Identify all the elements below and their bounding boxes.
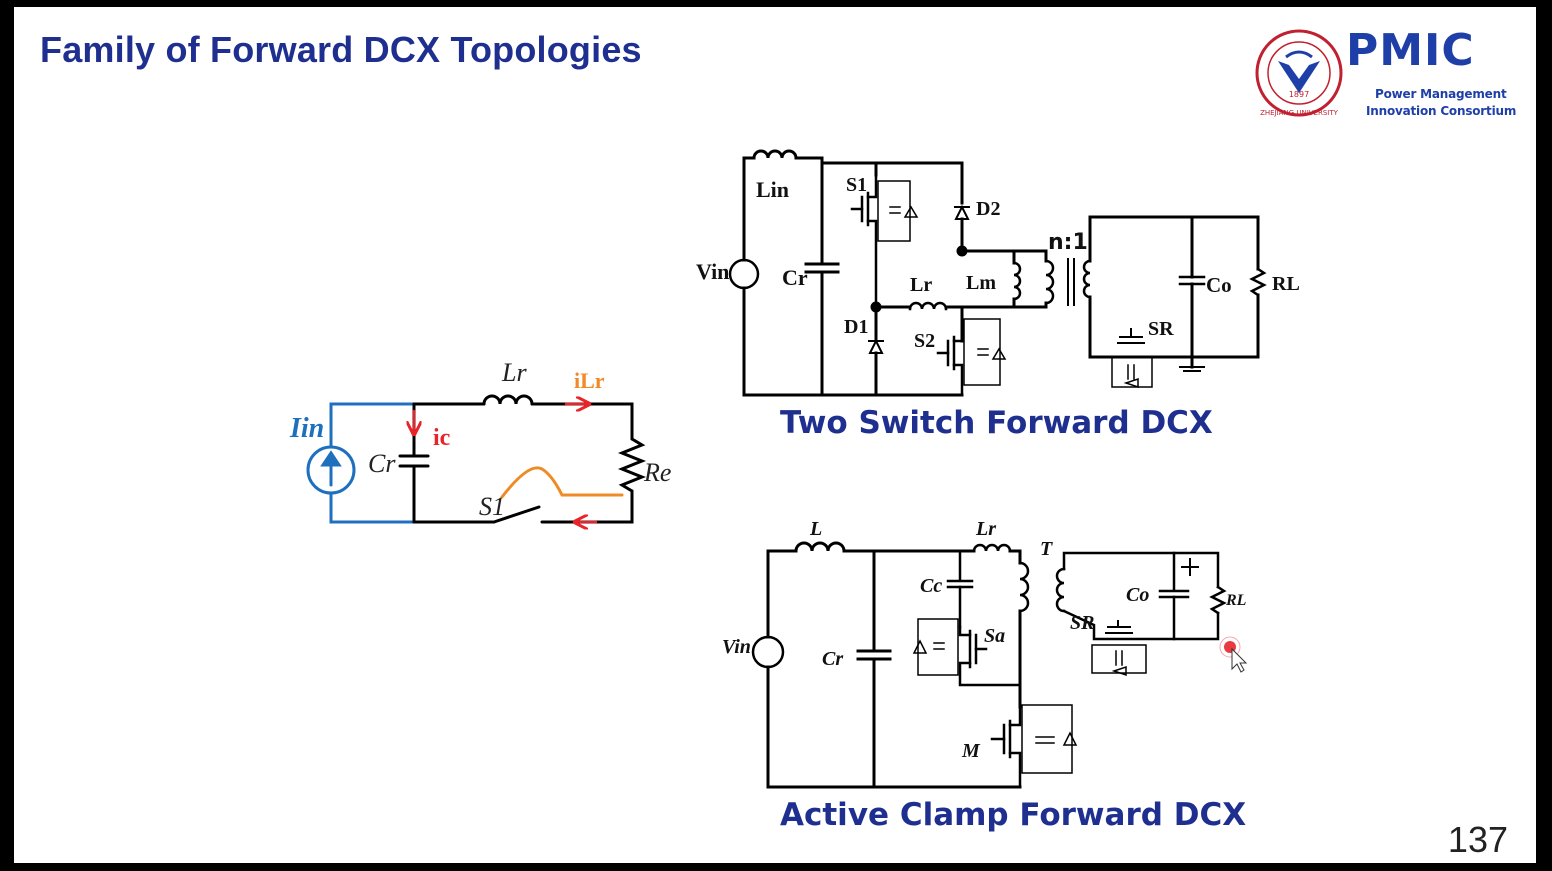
circuit-diagrams: Lr iLr Iin ic Cr Re S1 — [289, 149, 1300, 789]
co-label: Co — [1126, 584, 1149, 606]
lm-inductor — [1012, 261, 1022, 301]
co-label: Co — [1206, 273, 1232, 297]
active-clamp-labels: L Lr T Cc Co RL SR Sa Vin Cr M — [722, 518, 1247, 762]
lm-label: Lm — [966, 272, 996, 294]
transformer-primary — [1018, 561, 1030, 613]
equivalent-circuit — [306, 394, 647, 524]
d1-diode — [868, 338, 884, 354]
l-inductor — [794, 541, 846, 553]
sr-mosfet — [1091, 620, 1147, 677]
s1-label: S1 — [846, 174, 867, 196]
lr-label: Lr — [501, 358, 527, 387]
d1-label: D1 — [844, 316, 868, 338]
rl-label: RL — [1272, 273, 1300, 295]
equivalent-circuit-labels: Lr iLr Iin ic Cr Re S1 — [289, 358, 671, 521]
logo-wordmark: PMIC — [1346, 25, 1475, 76]
s2-label: S2 — [914, 330, 935, 352]
d2-diode — [954, 204, 970, 220]
active-clamp-forward-circuit — [751, 541, 1227, 789]
mouse-cursor-icon — [1219, 636, 1248, 673]
logo-university: ZHEJIANG UNIVERSITY — [1260, 109, 1339, 117]
logo-subtitle-1: Power Management — [1375, 87, 1507, 101]
logo-year: 1897 — [1289, 90, 1309, 99]
lr-label: Lr — [910, 274, 932, 296]
ilr-waveform — [500, 466, 624, 499]
transformer-primary — [1044, 259, 1055, 305]
vin-label: Vin — [722, 636, 751, 658]
two-switch-labels: Lin S1 D2 n:1 Vin Cr Lr Lm Co RL D1 SR S… — [696, 174, 1300, 352]
lin-label: Lin — [756, 177, 789, 202]
rl-resistor — [1249, 267, 1267, 297]
cr-label: Cr — [368, 449, 396, 478]
s1-label: S1 — [479, 492, 505, 521]
t-label: T — [1040, 538, 1053, 560]
s1-mosfet — [850, 173, 919, 309]
slide: Family of Forward DCX Topologies 1897 ZH… — [14, 7, 1536, 863]
rl-label: RL — [1225, 592, 1247, 609]
s2-mosfet — [936, 318, 1007, 397]
sa-mosfet — [912, 618, 1022, 687]
cr-label: Cr — [782, 265, 808, 290]
page-number: 137 — [1447, 819, 1508, 860]
resonant-loop — [398, 394, 647, 524]
sa-label: Sa — [984, 625, 1005, 647]
ilr-label: iLr — [574, 368, 605, 393]
transformer-secondary — [1082, 259, 1092, 299]
pmic-logo: 1897 ZHEJIANG UNIVERSITY PMIC Power Mana… — [1254, 21, 1524, 121]
lr-inductor — [972, 543, 1012, 553]
sr-label: SR — [1070, 612, 1094, 634]
lr-label: Lr — [975, 518, 996, 540]
cr-label: Cr — [822, 648, 843, 670]
lin-inductor — [752, 149, 798, 160]
two-switch-forward-circuit — [728, 149, 1267, 397]
transformer-secondary — [1055, 567, 1066, 613]
d2-label: D2 — [976, 198, 1000, 220]
vin-source — [751, 635, 785, 669]
lr-inductor — [908, 301, 948, 311]
cc-label: Cc — [920, 575, 942, 597]
rl-resistor — [1209, 585, 1227, 615]
m-mosfet — [990, 704, 1078, 789]
m-label: M — [961, 740, 981, 762]
sr-label: SR — [1148, 318, 1174, 340]
logo-subtitle-2: Innovation Consortium — [1366, 104, 1517, 118]
ratio-label: n:1 — [1048, 230, 1088, 255]
iin-label: Iin — [289, 413, 324, 444]
current-source-branch — [306, 402, 416, 524]
active-clamp-caption: Active Clamp Forward DCX — [780, 797, 1247, 833]
re-label: Re — [643, 458, 671, 487]
zju-seal-icon: 1897 ZHEJIANG UNIVERSITY — [1255, 29, 1343, 117]
re-resistor — [617, 437, 647, 493]
ic-label: ic — [433, 425, 451, 451]
two-switch-caption: Two Switch Forward DCX — [780, 405, 1213, 441]
s1-switch-blade — [492, 505, 541, 524]
slide-title: Family of Forward DCX Topologies — [40, 29, 642, 70]
vin-source — [728, 258, 760, 290]
sr-mosfet — [1111, 328, 1153, 389]
vin-label: Vin — [696, 259, 729, 284]
l-label: L — [809, 518, 822, 540]
